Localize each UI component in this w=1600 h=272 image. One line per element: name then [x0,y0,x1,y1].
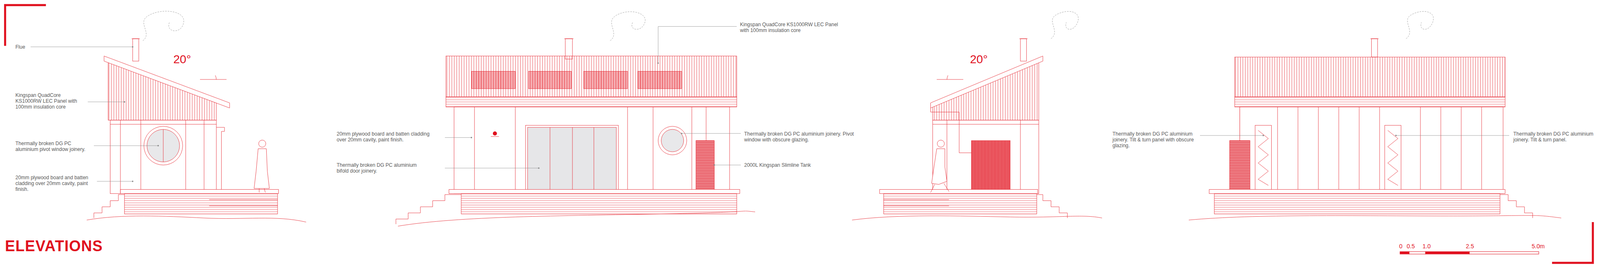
leader-dot [123,46,1397,183]
side-elevation-right [852,11,1103,221]
callout-text: Thermally broken DG PC aluminium bifold … [336,162,427,175]
scale-number: 1.0 [1422,243,1431,250]
corner-mark [5,5,1593,264]
scale-bar [1400,252,1539,255]
front-elevation [395,11,755,227]
scale-number: 0 [1399,243,1403,250]
callout-text: Flue [15,44,25,50]
rear-elevation [1188,11,1562,221]
side-elevation-left [86,11,307,223]
scale-number: 2.5 [1465,243,1474,250]
callout-text: 20mm plywood board and batten cladding o… [15,175,93,193]
drawing-title: ELEVATIONS [5,238,103,255]
callout-text: 20mm plywood board and batten cladding o… [336,131,437,143]
callout-text: Thermally broken DG PC aluminium pivot w… [15,140,91,153]
callout-text: 2000L Kingspan Slimline Tank [744,162,836,169]
scale-number: 5.0m [1531,243,1545,250]
roof-pitch: 20° [970,53,988,66]
callout-text: Thermally broken DG PC aluminium joinery… [744,131,870,143]
leader-line [30,26,1510,182]
scale-number: 0.5 [1406,243,1415,250]
roof-pitch: 20° [173,53,191,66]
callout-text: Kingspan QuadCore KS1000RW LEC Panel wit… [15,92,85,110]
callout-text: Thermally broken DG PC aluminium joinery… [1112,131,1196,149]
callout-text: Kingspan QuadCore KS1000RW LEC Panel wit… [740,21,845,34]
callout-text: Thermally broken DG PC aluminium joinery… [1513,131,1595,143]
